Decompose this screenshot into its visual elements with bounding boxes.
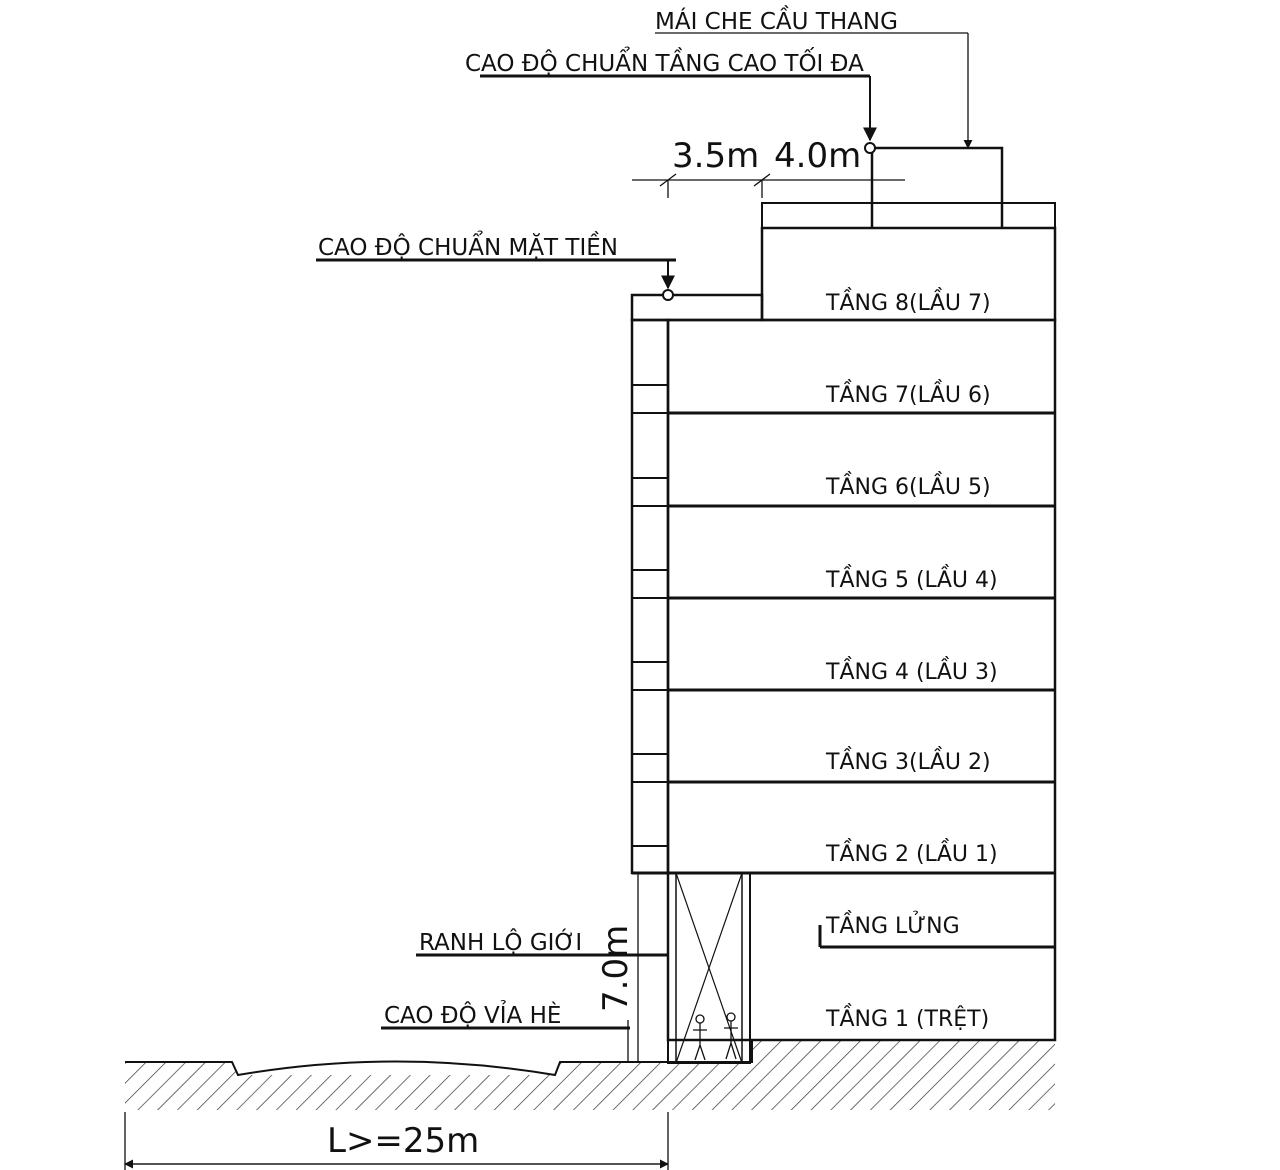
building-section [630,146,1057,1064]
facade-datum-label: CAO ĐỘ CHUẨN MẶT TIỀN [318,231,618,261]
person-icon [724,1012,738,1060]
floor-label-4: TẦNG 4 (LẦU 3) [825,657,998,685]
sidewalk-level-label: CAO ĐỘ VỈA HÈ [384,1000,561,1029]
dimension-lines [124,173,905,1170]
leader-lines [316,32,973,1030]
max-height-datum-label: CAO ĐỘ CHUẨN TẦNG CAO TỐI ĐA [465,47,864,77]
road-width-label: L>=25m [327,1121,479,1161]
setback-1-label: 3.5m [672,136,759,176]
floor-label-6: TẦNG 6(LẦU 5) [825,472,991,500]
floor-label-8: TẦNG 8(LẦU 7) [825,288,991,316]
floor-label-7: TẦNG 7(LẦU 6) [825,380,991,408]
person-icon [693,1014,707,1061]
floor-label-5: TẦNG 5 (LẦU 4) [825,565,998,593]
floor-label-3: TẦNG 3(LẦU 2) [825,747,991,775]
setback-2-label: 4.0m [774,136,861,176]
floor-label-1: TẦNG 1 (TRỆT) [825,1004,989,1032]
boundary-line-label: RANH LỘ GIỚI [419,928,582,956]
ground [125,1039,1055,1110]
floor-label-mezzanine: TẦNG LỬNG [825,911,960,939]
stair-roof-label: MÁI CHE CẦU THANG [655,5,898,35]
arcade-height-label: 7.0m [596,925,636,1012]
floor-label-2: TẦNG 2 (LẦU 1) [825,839,998,867]
